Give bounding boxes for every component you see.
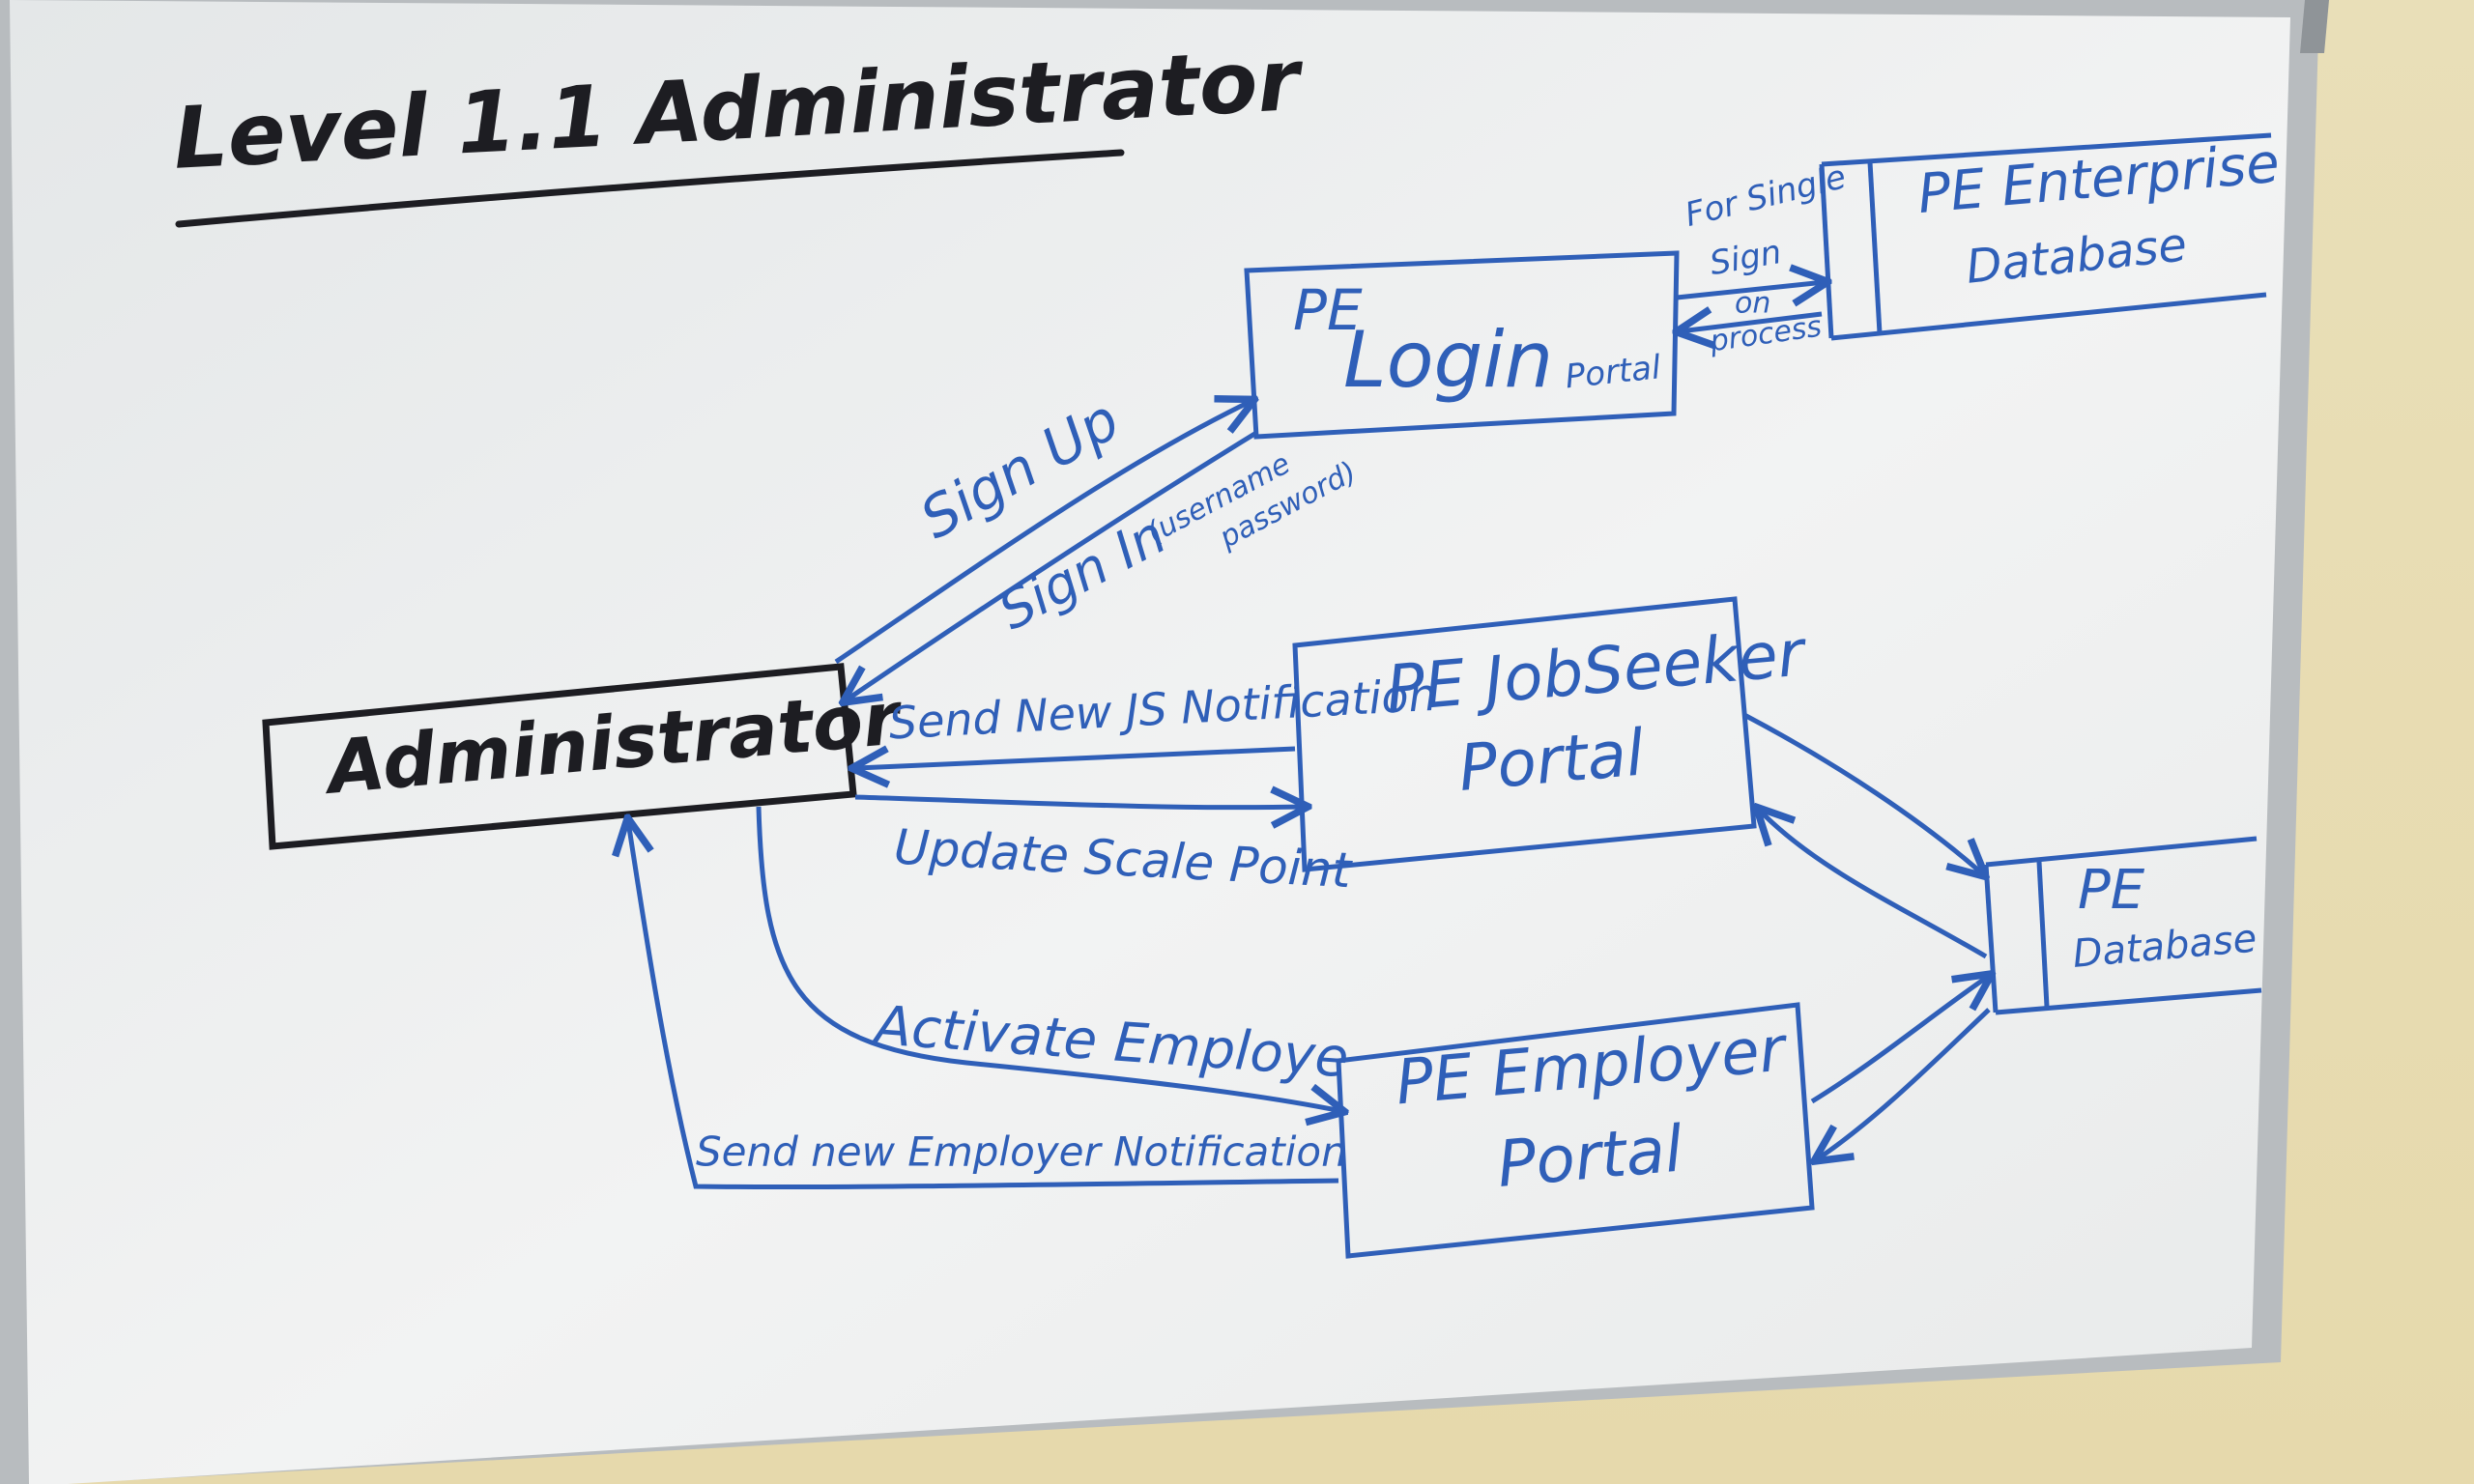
whiteboard — [0, 0, 2329, 1484]
login-portal-node: PE Login Portal — [1244, 250, 1680, 440]
jobseeker-database-connectors — [1742, 712, 1986, 959]
sso-label-3: on — [1735, 287, 1770, 321]
pe-database-line1: PE — [2078, 859, 2145, 922]
login-pe-label: PE — [1293, 277, 1363, 343]
employer-line2: Portal — [1494, 1111, 1686, 1201]
login-label: Login — [1343, 315, 1553, 405]
employer-database-connectors — [1812, 976, 1989, 1159]
send-employer-notification-flow: Send new Employer Notification — [628, 821, 1347, 1190]
jobseeker-line2: Portal — [1455, 715, 1648, 805]
send-employer-notification-label: Send new Employer Notification — [696, 1128, 1347, 1176]
